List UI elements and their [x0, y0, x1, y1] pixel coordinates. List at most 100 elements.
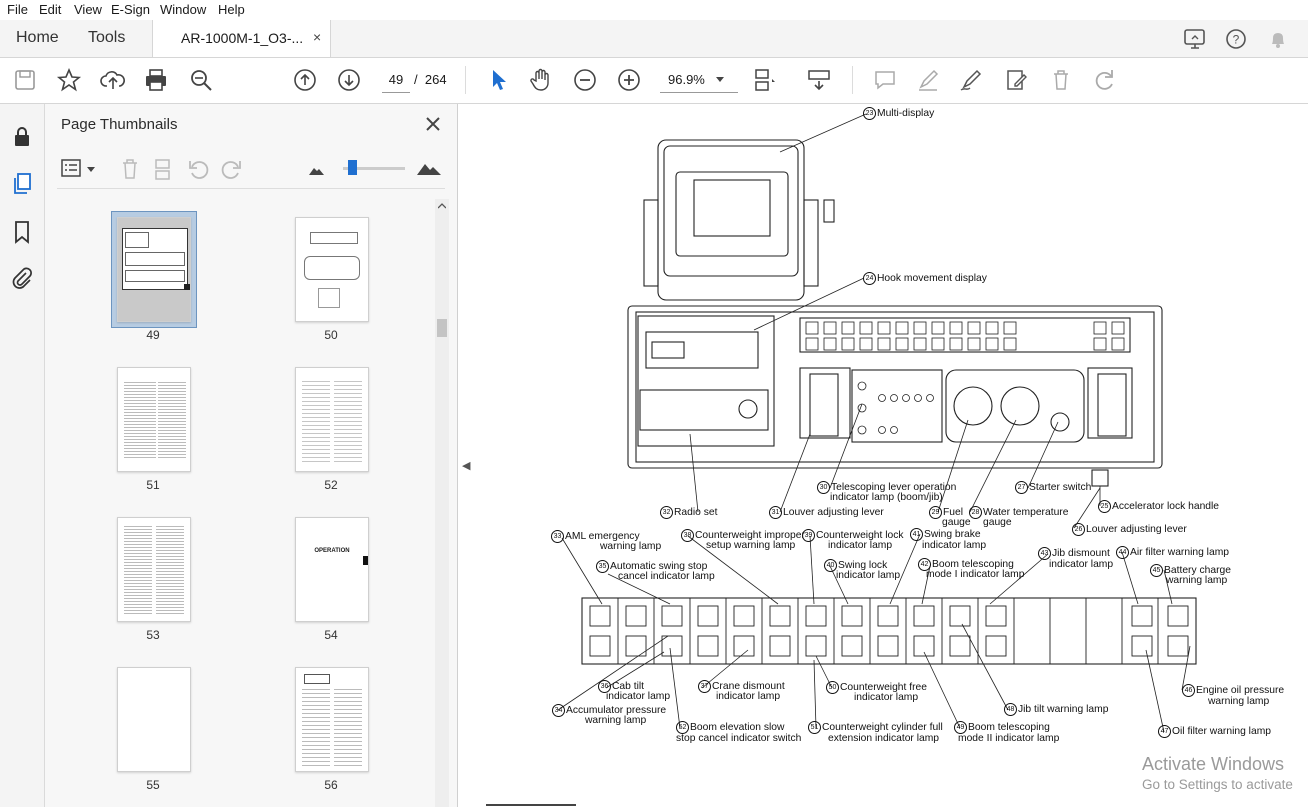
label-boom-telescoping-2-2: mode II indicator lamp	[958, 733, 1060, 744]
close-tab-button[interactable]: ×	[313, 29, 322, 45]
rotate-left-icon[interactable]	[187, 158, 209, 180]
rotate-right-icon[interactable]	[221, 158, 243, 180]
bookmark-star-icon[interactable]	[56, 67, 82, 93]
thumbnail-label: 51	[146, 478, 160, 492]
thumbnail-page-53[interactable]	[117, 517, 191, 622]
close-panel-icon[interactable]	[423, 114, 443, 134]
menu-view[interactable]: View	[74, 2, 102, 17]
thumbnail-page-52[interactable]	[295, 367, 369, 472]
label-auto-swing-stop-2: cancel indicator lamp	[618, 571, 715, 582]
thumbnail-page-55[interactable]	[117, 667, 191, 772]
toolbar-divider	[852, 66, 853, 94]
menu-esign[interactable]: E-Sign	[111, 2, 151, 17]
thumbnail-list: 49 50 51 52 53 OPERATION 54 55	[45, 199, 435, 807]
thumbnail-options-icon[interactable]	[61, 158, 97, 180]
upload-cloud-icon[interactable]	[100, 67, 126, 93]
thumbnail-page-54[interactable]: OPERATION	[295, 517, 369, 622]
thumbnail-label: 49	[146, 328, 160, 342]
label-counterweight-improper-2: setup warning lamp	[706, 540, 796, 551]
menu-file[interactable]: File	[7, 2, 28, 17]
label-fuel-gauge-2: gauge	[942, 517, 971, 528]
menu-edit[interactable]: Edit	[39, 2, 62, 17]
hand-tool-icon[interactable]	[528, 67, 554, 93]
watermark-line-1: Activate Windows	[1142, 754, 1285, 774]
delete-page-icon[interactable]	[119, 158, 141, 180]
menu-window[interactable]: Window	[160, 2, 207, 17]
highlight-pen-icon[interactable]	[915, 67, 941, 93]
save-icon[interactable]	[12, 67, 38, 93]
large-mountain-icon[interactable]	[417, 160, 441, 176]
thumbnail-page-56[interactable]	[295, 667, 369, 772]
label-boom-telescoping-1-2: mode I indicator lamp	[926, 569, 1025, 580]
page-fit-icon[interactable]	[752, 67, 778, 93]
thumbnail-page-51[interactable]	[117, 367, 191, 472]
print-icon[interactable]	[143, 67, 169, 93]
lock-icon[interactable]	[9, 124, 35, 150]
zoom-out-icon[interactable]	[572, 67, 598, 93]
page-number-input[interactable]: 49	[382, 68, 410, 93]
page-edge	[486, 804, 576, 806]
edit-document-icon[interactable]	[1003, 67, 1029, 93]
page-thumbnails-panel: Page Thumbnails 49 50	[45, 104, 458, 807]
label-jib-dismount-2: indicator lamp	[1049, 559, 1114, 570]
slider-handle[interactable]	[348, 160, 357, 175]
thumbnail-size-slider[interactable]	[343, 167, 405, 170]
tab-document[interactable]: AR-1000M-1_O3-... ×	[152, 20, 331, 57]
thumbnail-label: 54	[324, 628, 338, 642]
next-page-icon[interactable]	[336, 67, 362, 93]
page-thumbnails-icon[interactable]	[9, 171, 35, 197]
zoom-in-icon[interactable]	[616, 67, 642, 93]
previous-page-icon[interactable]	[292, 67, 318, 93]
thumbnail-page-50[interactable]	[295, 217, 369, 322]
share-screen-icon[interactable]	[1183, 28, 1207, 50]
tab-home[interactable]: Home	[16, 29, 59, 46]
small-mountain-icon[interactable]	[309, 164, 325, 176]
bookmark-icon[interactable]	[9, 219, 35, 245]
attachment-paperclip-icon[interactable]	[9, 265, 35, 291]
redo-icon[interactable]	[1092, 67, 1118, 93]
scrollbar-thumb[interactable]	[437, 319, 447, 337]
notification-bell-icon[interactable]	[1267, 28, 1289, 50]
label-counterweight-cylinder-2: extension indicator lamp	[828, 733, 940, 744]
label-accumulator-pressure-2: warning lamp	[585, 715, 647, 726]
help-icon[interactable]: ?	[1225, 28, 1247, 50]
zoom-search-icon[interactable]	[188, 67, 214, 93]
comment-icon[interactable]	[872, 67, 898, 93]
select-arrow-icon[interactable]	[485, 67, 511, 93]
panel-title: Page Thumbnails	[61, 116, 178, 133]
watermark-line-2: Go to Settings to activate	[1142, 777, 1293, 792]
scroll-up-arrow-icon[interactable]	[438, 203, 446, 209]
thumbnail-page-49[interactable]	[117, 217, 191, 322]
label-telescoping-lever-lamp-2: indicator lamp (boom/jib)	[830, 492, 943, 503]
draw-sign-icon[interactable]	[958, 67, 984, 93]
menu-help[interactable]: Help	[218, 2, 245, 17]
delete-trash-icon[interactable]	[1048, 67, 1074, 93]
label-crane-dismount-2: indicator lamp	[716, 691, 781, 702]
label-engine-oil-pressure-2: warning lamp	[1208, 696, 1270, 707]
document-viewer: ◀	[458, 104, 1308, 807]
tab-tools[interactable]: Tools	[88, 29, 126, 46]
collapse-panel-arrow-icon[interactable]: ◀	[462, 460, 471, 472]
thumbnail-label: 56	[324, 778, 338, 792]
thumbnail-label: 52	[324, 478, 338, 492]
zoom-level-select[interactable]: 96.9%	[660, 68, 738, 93]
thumbnail-scrollbar[interactable]	[435, 199, 449, 807]
extract-page-icon[interactable]	[153, 158, 175, 180]
chevron-down-icon[interactable]	[716, 77, 724, 83]
scroll-mode-icon[interactable]	[806, 67, 832, 93]
toolbar-divider	[465, 66, 466, 94]
